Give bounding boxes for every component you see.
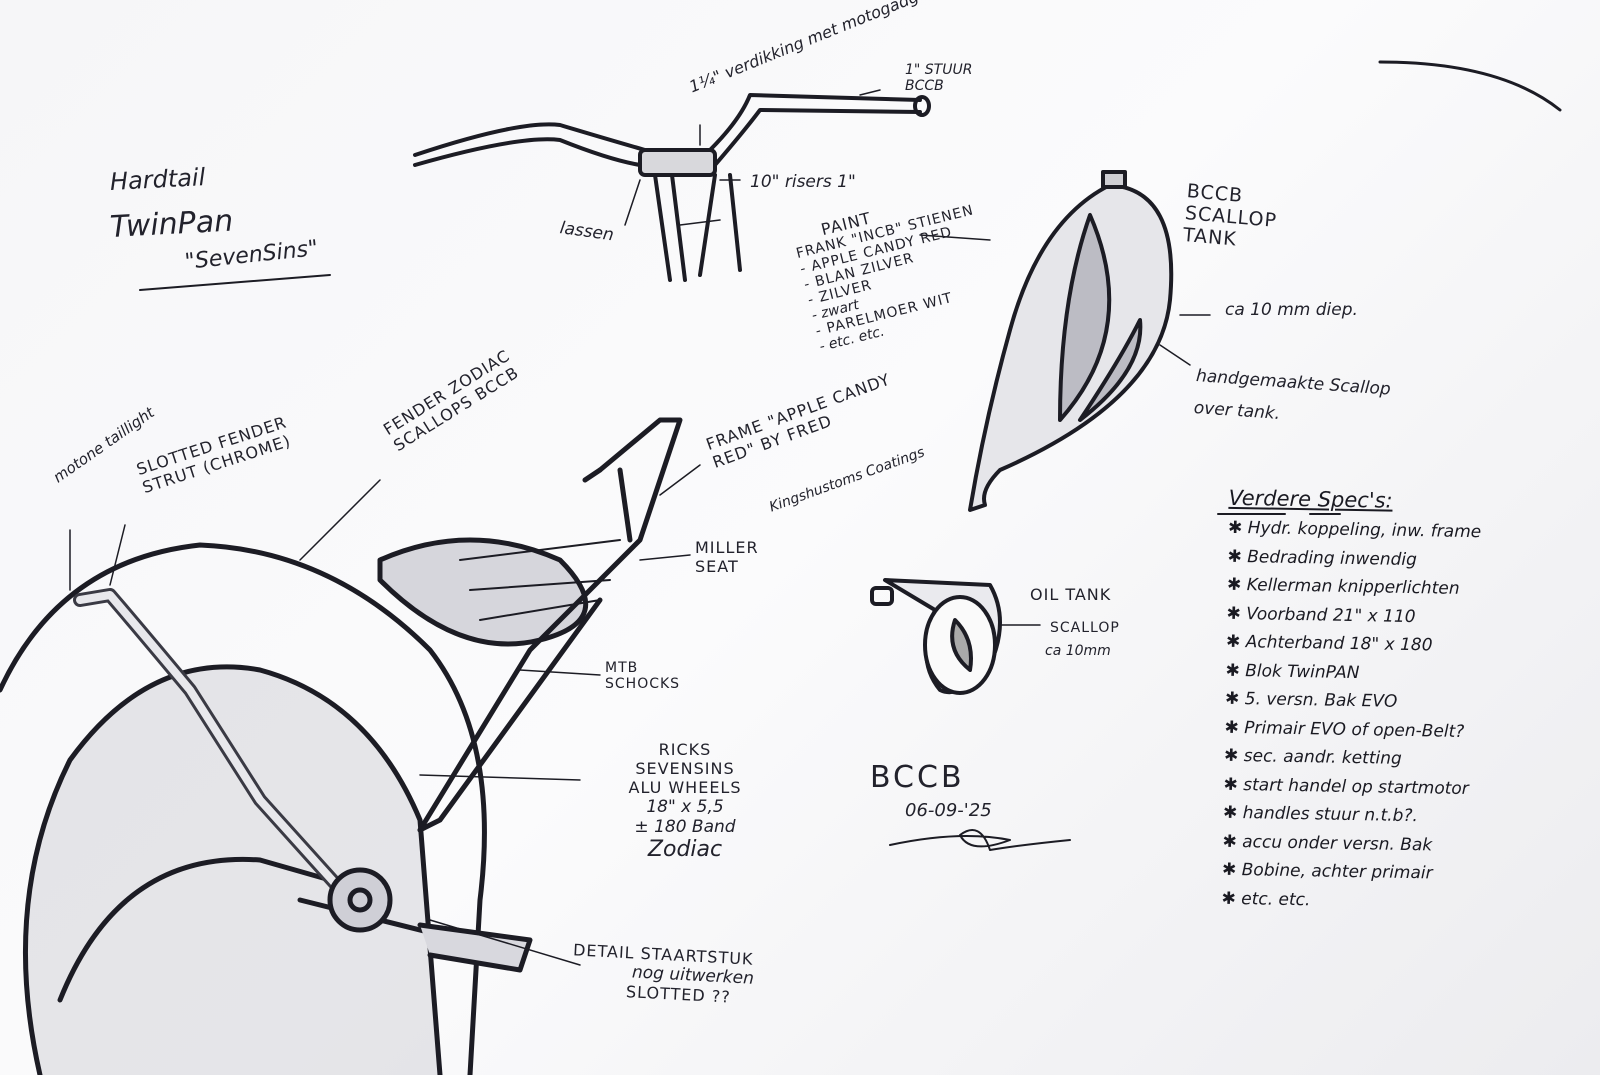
spec-item: Voorband 21" x 110 xyxy=(1226,603,1480,636)
spec-item: Blok TwinPAN xyxy=(1225,660,1479,693)
annotation-leaders xyxy=(69,89,1211,966)
rear-bike-drawing xyxy=(0,417,683,1075)
spec-item: Primair EVO of open-Belt? xyxy=(1224,717,1478,750)
spec-item: etc. etc. xyxy=(1221,888,1475,921)
tank-drawing xyxy=(968,170,1174,512)
title-line-2: TwinPan xyxy=(109,203,235,245)
signature-scribble xyxy=(889,829,1071,851)
wheels-line: ± 180 Band xyxy=(634,817,736,837)
signature-brand: BCCB xyxy=(870,760,965,795)
detail-note: DETAIL STAARTSTUK nog uitwerken SLOTTED … xyxy=(571,940,756,1007)
note-risers: 10" risers 1" xyxy=(750,172,856,192)
specs-heading: Verdere Spec's: xyxy=(1228,485,1393,513)
wheels-line: Zodiac xyxy=(647,837,723,862)
wheels-line: RICKS xyxy=(658,740,712,759)
spec-item: Kellerman knipperlichten xyxy=(1227,575,1481,608)
wheels-note: RICKS SEVENSINS ALU WHEELS 18" x 5,5 ± 1… xyxy=(585,740,785,862)
tank-depth-note: ca 10 mm diep. xyxy=(1225,300,1358,320)
handlebar-drawing xyxy=(413,93,931,282)
oil-tank-drawing xyxy=(870,578,1002,695)
spec-item: sec. aandr. ketting xyxy=(1224,746,1478,779)
oil-tank-label: OIL TANK xyxy=(1030,585,1112,604)
spec-item: accu onder versn. Bak xyxy=(1222,831,1476,864)
oil-tank-depth: ca 10mm xyxy=(1045,643,1111,659)
note-bar: 1" STUUR BCCB xyxy=(905,62,973,94)
spec-item: Hydr. koppeling, inw. frame xyxy=(1228,518,1482,551)
seat-note: MILLER SEAT xyxy=(695,538,759,576)
spec-item: start handel op startmotor xyxy=(1223,774,1477,807)
wheels-line: SEVENSINS xyxy=(635,759,735,778)
spec-item: Bobine, achter primair xyxy=(1222,860,1476,893)
wheels-line: 18" x 5,5 xyxy=(646,797,724,817)
shocks-note: MTB SCHOCKS xyxy=(605,660,681,692)
underlines xyxy=(139,274,1341,515)
specs-list: Verdere Spec's: Hydr. koppeling, inw. fr… xyxy=(1221,486,1482,921)
spec-item: Bedrading inwendig xyxy=(1227,546,1481,579)
signature-date: 06-09-'25 xyxy=(905,800,992,821)
spec-item: 5. versn. Bak EVO xyxy=(1225,689,1479,722)
oil-tank-scallop: SCALLOP xyxy=(1050,620,1120,636)
paper-edge xyxy=(1378,60,1562,112)
wheels-line: ALU WHEELS xyxy=(628,778,742,797)
spec-item: Achterband 18" x 180 xyxy=(1226,632,1480,665)
spec-item: handles stuur n.t.b?. xyxy=(1223,803,1477,836)
title-line-1: Hardtail xyxy=(109,163,206,196)
tank-label: BCCB SCALLOP TANK xyxy=(1182,180,1278,251)
